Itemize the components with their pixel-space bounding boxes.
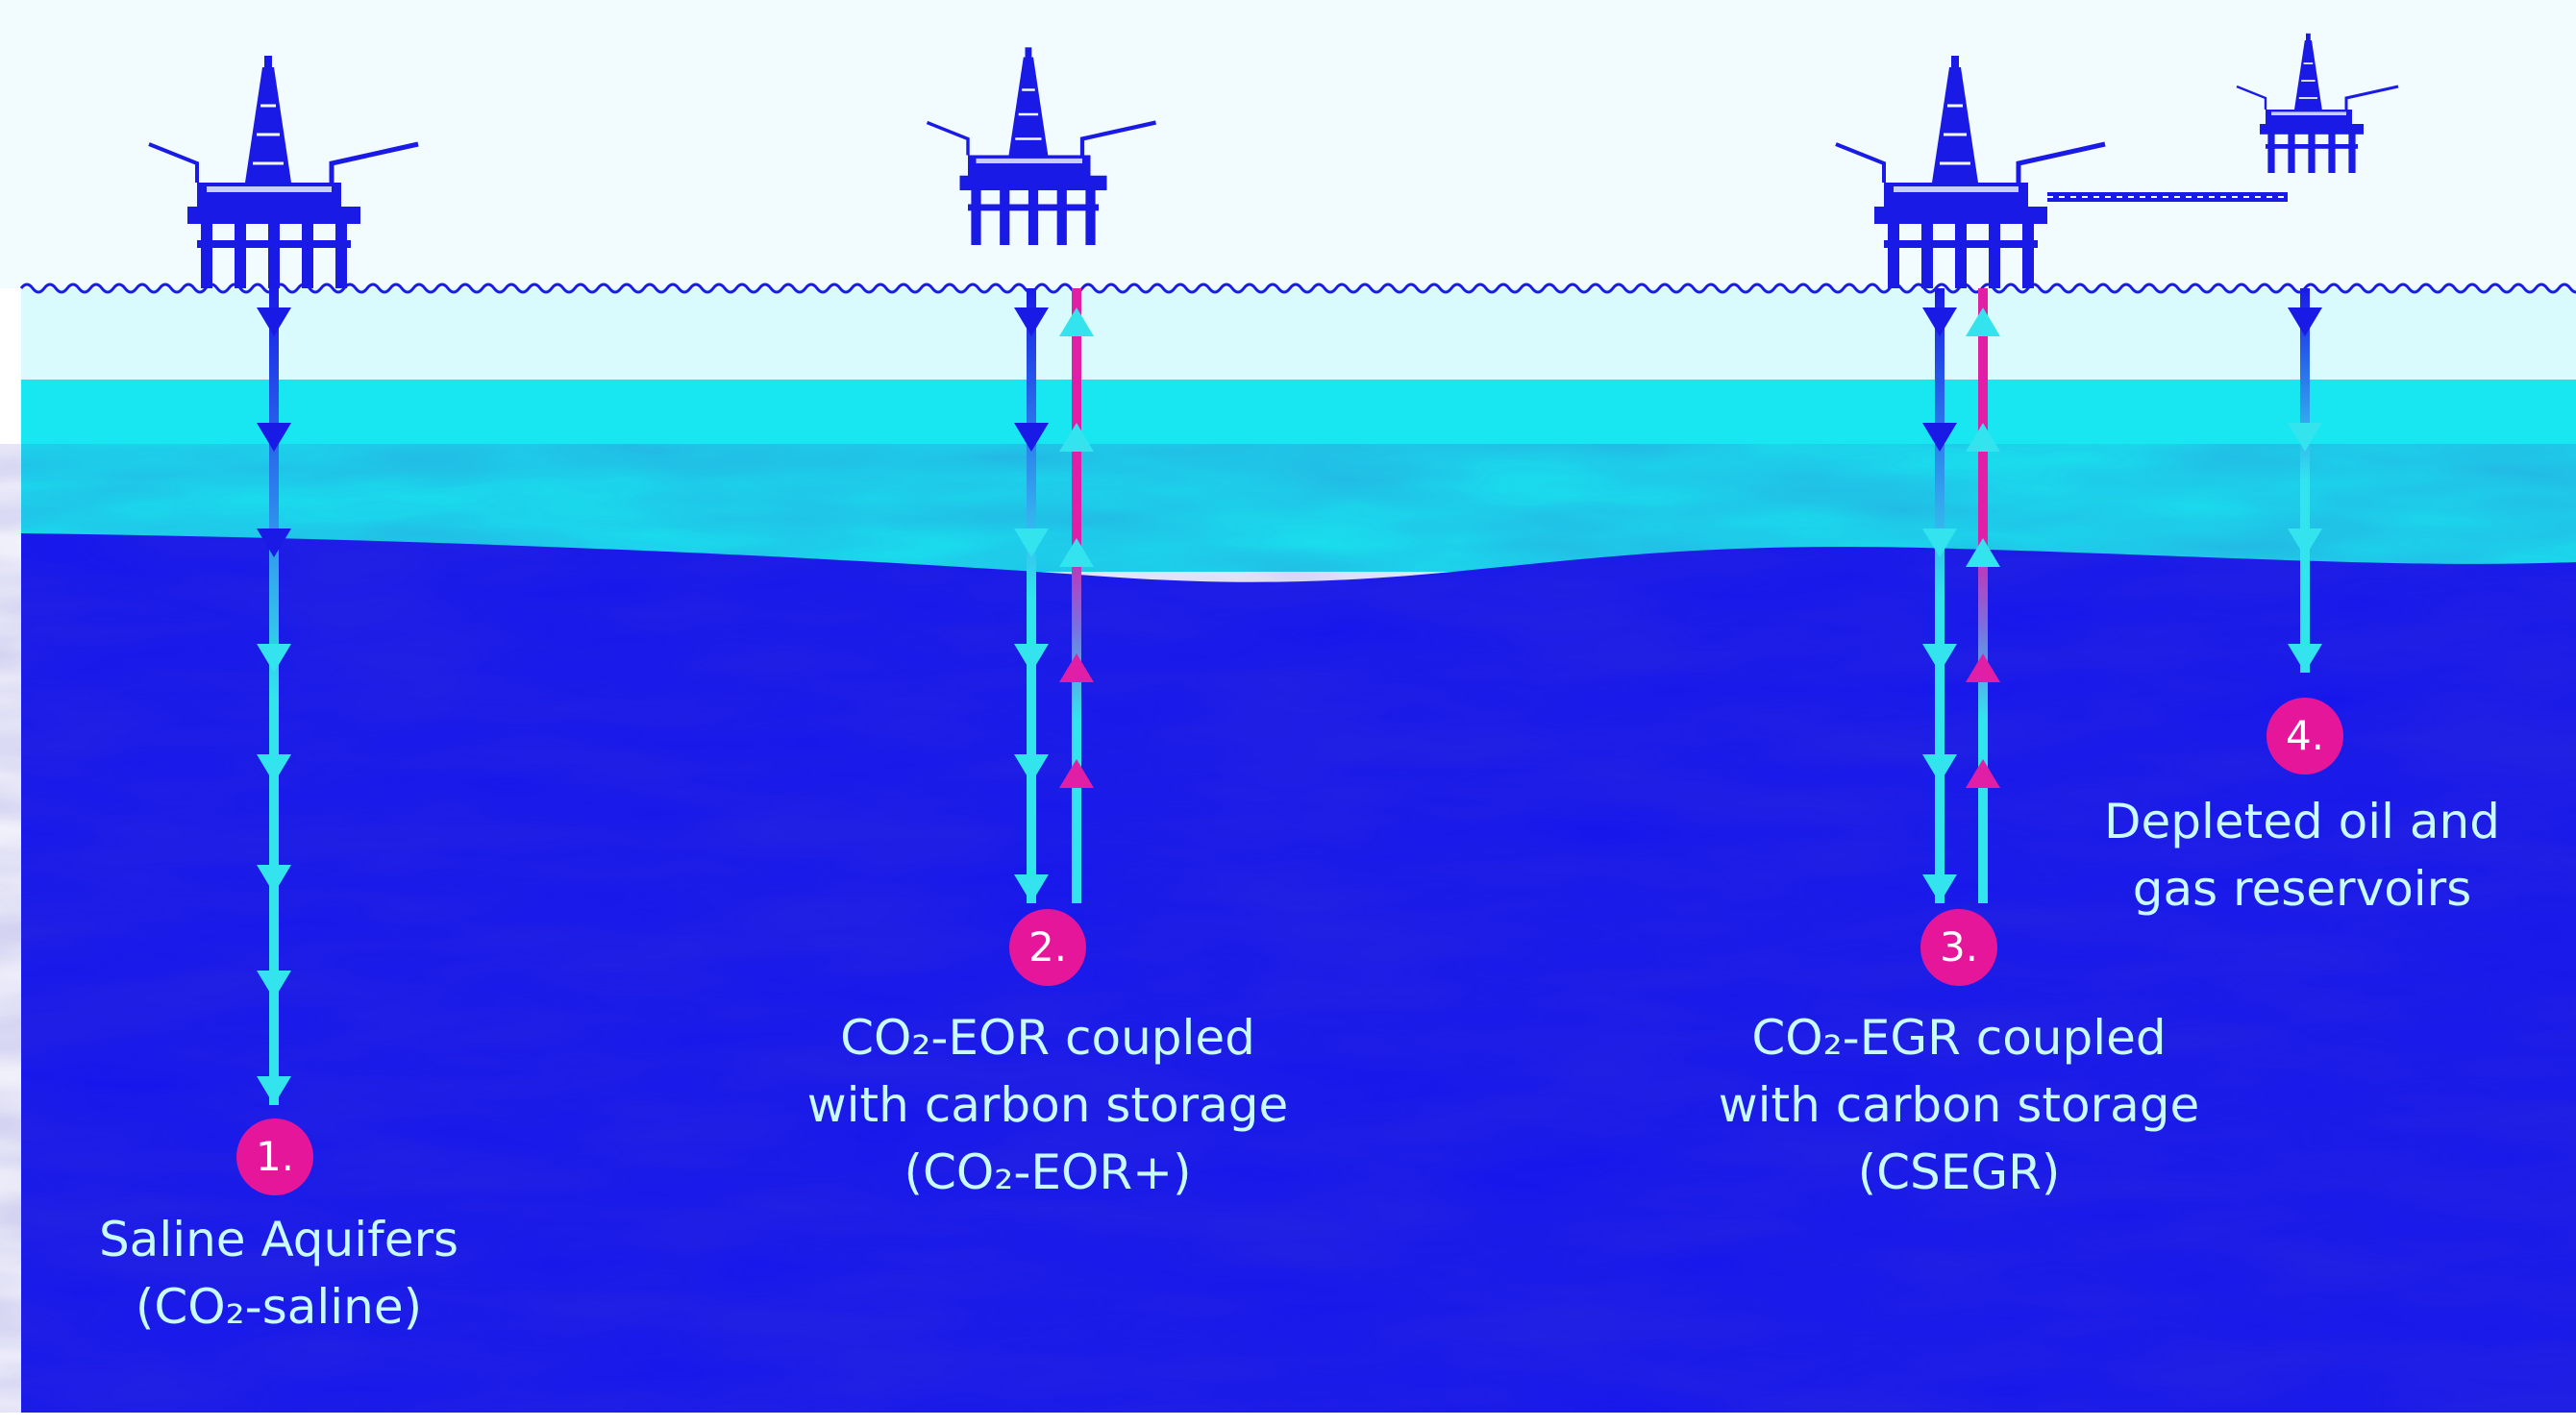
site-3-badge: 3. <box>1920 909 1997 986</box>
site-4-caption-line-1: Depleted oil and <box>2047 788 2557 855</box>
site-3-caption-line-2: with carbon storage <box>1680 1071 2238 1139</box>
site-3-caption: CO₂-EGR coupled with carbon storage (CSE… <box>1680 1004 2238 1206</box>
site-3-caption-line-1: CO₂-EGR coupled <box>1680 1004 2238 1071</box>
site-1-caption-line-2: (CO₂-saline) <box>77 1273 481 1340</box>
site-4-caption: Depleted oil and gas reservoirs <box>2047 788 2557 922</box>
shallow-water <box>21 288 2576 394</box>
site-1-caption: Saline Aquifers (CO₂-saline) <box>77 1206 481 1340</box>
site-4-caption-line-2: gas reservoirs <box>2047 855 2557 922</box>
site-2-caption: CO₂-EOR coupled with carbon storage (CO₂… <box>769 1004 1326 1206</box>
site-2-caption-line-2: with carbon storage <box>769 1071 1326 1139</box>
site-3-caption-line-3: (CSEGR) <box>1680 1139 2238 1206</box>
sky <box>0 0 2576 288</box>
site-2-caption-line-1: CO₂-EOR coupled <box>769 1004 1326 1071</box>
site-4-badge: 4. <box>2266 698 2343 774</box>
site-2-badge: 2. <box>1009 909 1086 986</box>
site-1-badge: 1. <box>236 1119 313 1195</box>
site-2-caption-line-3: (CO₂-EOR+) <box>769 1139 1326 1206</box>
white-frame <box>0 1413 2576 1426</box>
site-1-caption-line-1: Saline Aquifers <box>77 1206 481 1273</box>
